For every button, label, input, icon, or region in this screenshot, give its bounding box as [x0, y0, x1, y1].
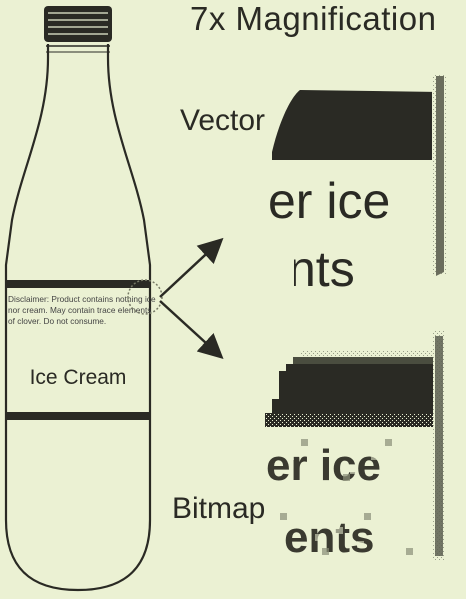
- bottle: Disclaimer: Product contains nothing ice…: [4, 6, 163, 592]
- disclaimer-line-3: of clover. Do not consume.: [8, 316, 106, 326]
- arrow-to-vector: [159, 237, 224, 298]
- disclaimer-line-1: Disclaimer: Product contains nothing ice: [8, 294, 156, 304]
- vector-band-shape: [272, 90, 440, 160]
- bitmap-text-block: er ice ents: [266, 439, 420, 562]
- bottle-glass: [4, 44, 152, 592]
- disclaimer-line-2: nor cream. May contain trace elements: [8, 305, 151, 315]
- figure-title: 7x Magnification: [190, 0, 437, 37]
- arrow-to-bitmap: [159, 300, 224, 360]
- bitmap-label: Bitmap: [172, 492, 266, 525]
- vector-zoom: er ice nts: [264, 74, 446, 297]
- bitmap-text-line-1: er ice: [266, 441, 381, 490]
- bottle-cap: [44, 6, 112, 42]
- label-bottom-band: [6, 412, 150, 420]
- vector-text-line-2: nts: [288, 241, 355, 297]
- magnify-circle: [127, 279, 163, 315]
- vector-text-line-1: er ice: [268, 173, 390, 229]
- bitmap-band-shape: [265, 350, 440, 427]
- vector-label: Vector: [180, 104, 266, 137]
- label-top-band: [6, 280, 150, 288]
- label-name: Ice Cream: [30, 366, 127, 389]
- bitmap-zoom: er ice ents: [265, 330, 445, 562]
